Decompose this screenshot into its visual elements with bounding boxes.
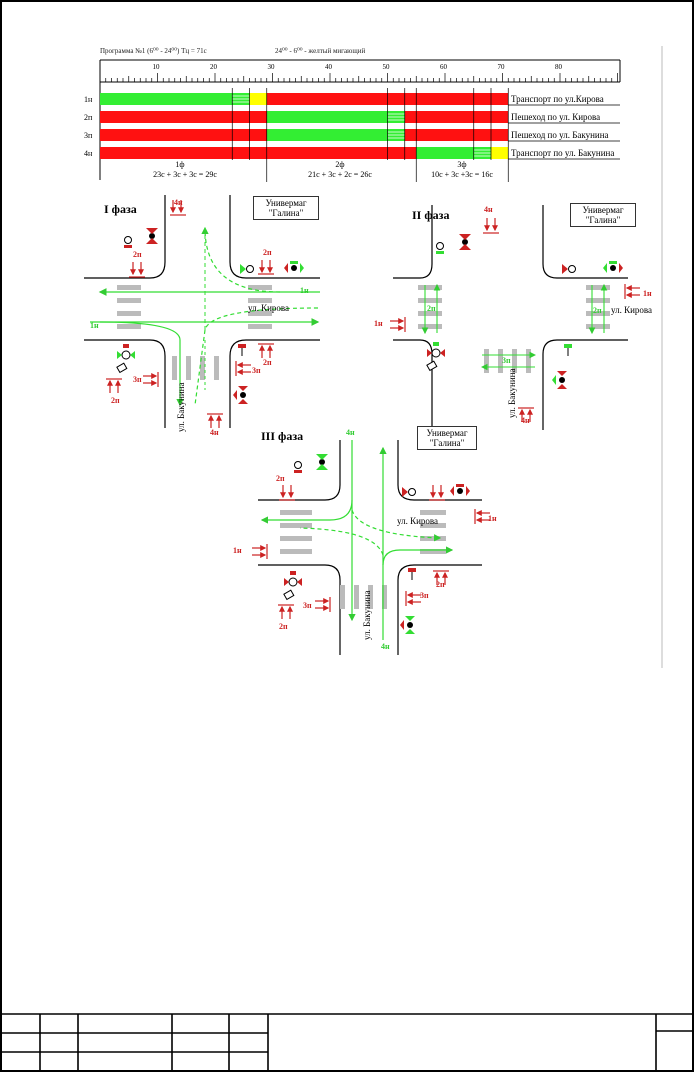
p3-mark-2p-b: 2п [436, 580, 445, 589]
phase3-diagram [252, 440, 490, 655]
signal-segment-green [266, 111, 388, 123]
p2-mark-1n-a: 1н [643, 289, 652, 298]
p2-mark-2p-a: 2п [427, 304, 436, 313]
phase-formula-1: 23с + 3с + 3с = 29с [153, 170, 217, 179]
row-id-1: 1н [84, 95, 93, 104]
phase2-title: II фаза [412, 208, 450, 222]
phase-lines [231, 88, 509, 182]
p3-mark-3p-a: 3п [420, 591, 429, 600]
row-id-2: 2п [84, 113, 93, 122]
signal-segment-yellow [491, 147, 509, 159]
row-label-1: Транспорт по ул.Кирова [511, 94, 604, 104]
p3-mark-4n-a: 4н [346, 428, 355, 437]
signal-bars [100, 93, 620, 160]
phase1-diagram [84, 195, 320, 428]
phase3-title: III фаза [261, 429, 304, 443]
tick-label: 60 [440, 63, 447, 71]
p3-mark-1n-a: 1н [488, 514, 497, 523]
phase1-street-h: ул. Кирова [248, 303, 290, 313]
row-label-3: Пешеход по ул. Бакунина [511, 130, 609, 140]
row-id-4: 4н [84, 149, 93, 158]
program-label: Программа №1 (6⁰⁰ - 24⁰⁰) Тц = 71с [100, 47, 207, 55]
tick-label: 40 [325, 63, 332, 71]
p1-mark-3p-a: 3п [252, 366, 261, 375]
p1-mark-1n-a: 1н [300, 286, 309, 295]
p1-mark-2p-b: 2п [263, 248, 272, 257]
p3-mark-3p-b: 3п [303, 601, 312, 610]
timing-diagram [99, 59, 621, 182]
axis-ticks [99, 73, 618, 82]
p2-mark-1n-b: 1н [374, 319, 383, 328]
phase2-store: Универмаг"Галина" [570, 203, 636, 227]
p1-mark-3p-b: 3п [133, 375, 142, 384]
phase3-street-v: ул. Бакунина [362, 590, 372, 640]
row-id-3: 3п [84, 131, 93, 140]
phase1-street-v: ул. Бакунина [176, 382, 186, 432]
p2-mark-2p-b: 2п [593, 306, 602, 315]
night-mode-label: 24⁰⁰ - 6⁰⁰ - желтый мигающий [275, 47, 366, 55]
p1-mark-4n: 4н [174, 198, 183, 207]
phase1-store: Универмаг"Галина" [253, 196, 319, 220]
row-label-4: Транспорт по ул. Бакунина [511, 148, 615, 158]
tick-label: 80 [555, 63, 562, 71]
signal-segment-red [404, 129, 509, 141]
p1-mark-2p-d: 2п [111, 396, 120, 405]
phase2-street-h: ул. Кирова [611, 305, 653, 315]
signal-segment-green [416, 147, 474, 159]
phase-name-2: 2ф [335, 160, 345, 169]
signal-segment-yellow [249, 93, 267, 105]
tick-label: 30 [267, 63, 275, 71]
p1-mark-1n-b: 1н [90, 321, 99, 330]
p1-mark-4n-b: 4н [210, 428, 219, 437]
signal-segment-green [266, 129, 388, 141]
phase2-diagram [390, 205, 640, 430]
p3-mark-2p-c: 2п [279, 622, 288, 631]
signal-segment-red [404, 111, 509, 123]
tick-label: 50 [382, 63, 390, 71]
phase3-street-h: ул. Кирова [397, 516, 439, 526]
phase-name-1: 1ф [175, 160, 185, 169]
title-block [1, 1013, 693, 1071]
tick-label: 10 [152, 63, 160, 71]
p1-mark-2p-c: 2п [263, 358, 272, 367]
p2-mark-4n-b: 4н [521, 416, 530, 425]
tick-label: 70 [497, 63, 505, 71]
phase-formula-2: 21с + 3с + 2с = 26с [308, 170, 372, 179]
signal-segment-red [100, 111, 267, 123]
tick-label: 20 [210, 63, 217, 71]
p3-mark-2p-a: 2п [276, 474, 285, 483]
signal-segment-green [100, 93, 233, 105]
phase-formula-3: 10с + 3с +3с = 16с [431, 170, 493, 179]
phase1-title: I фаза [104, 202, 137, 216]
phase3-store: Универмаг"Галина" [417, 426, 477, 450]
phase-name-3: 3ф [457, 160, 467, 169]
p2-mark-4n: 4н [484, 205, 493, 214]
phase2-street-v: ул. Бакунина [507, 368, 517, 418]
p3-mark-4n-b: 4н [381, 642, 390, 651]
p1-mark-2p-a: 2п [133, 250, 142, 259]
signal-segment-red [100, 147, 417, 159]
p3-mark-1n-b: 1н [233, 546, 242, 555]
row-label-2: Пешеход по ул. Кирова [511, 112, 601, 122]
p2-mark-3p: 3п [502, 356, 511, 365]
signal-segment-red [100, 129, 267, 141]
